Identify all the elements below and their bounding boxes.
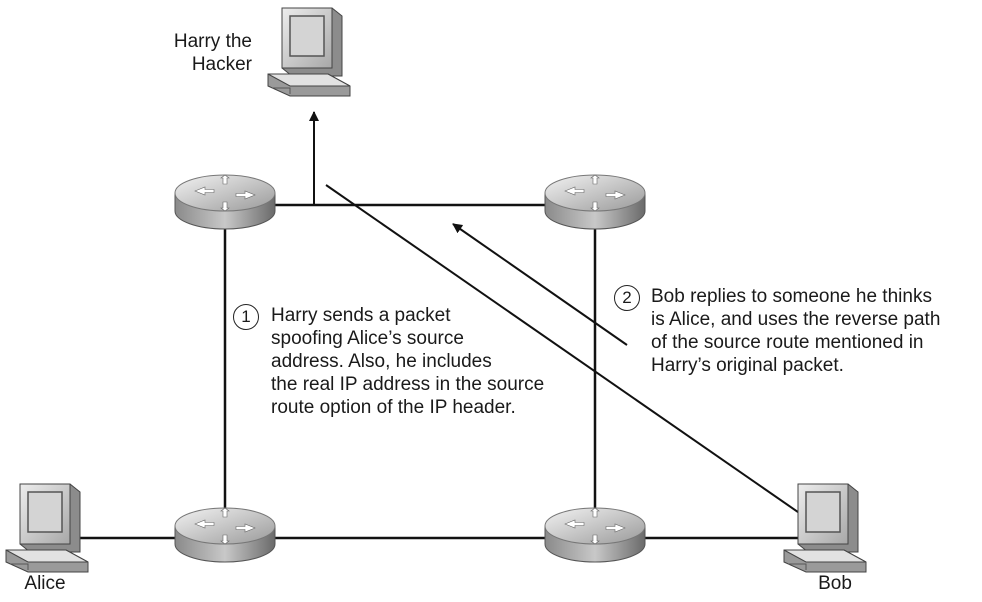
step-2-line: is Alice, and uses the reverse path [651, 309, 941, 330]
hacker-label: Harry the Hacker [130, 30, 252, 76]
step-1-line: route option of the IP header. [271, 397, 516, 418]
arrow-bob-reply [452, 223, 628, 346]
bob-label: Bob [818, 573, 852, 594]
step-2-line: Harry’s original packet. [651, 355, 844, 376]
router-icon [544, 174, 646, 230]
step-1-line: spoofing Alice’s source [271, 328, 464, 349]
computer-icon [267, 7, 351, 97]
router-icon [544, 507, 646, 563]
router-icon [174, 507, 276, 563]
step-1-note: Harry sends a packet spoofing Alice’s so… [271, 304, 544, 419]
step-2-badge: 2 [614, 285, 640, 311]
step-1-badge: 1 [233, 304, 259, 330]
step-1-line: the real IP address in the source [271, 374, 545, 395]
step-2-note: Bob replies to someone he thinks is Alic… [651, 285, 940, 377]
computer-icon [783, 483, 867, 573]
step-2-line: Bob replies to someone he thinks [651, 286, 932, 307]
router-icon [174, 174, 276, 230]
hacker-label-line: Harry the [173, 31, 252, 52]
step-2-line: of the source route mentioned in [651, 332, 924, 353]
step-1-line: address. Also, he includes [271, 351, 492, 372]
arrow-harry-to-bob [325, 184, 809, 520]
computer-icon [5, 483, 89, 573]
hacker-label-line: Hacker [191, 54, 252, 75]
step-1-line: Harry sends a packet [271, 305, 451, 326]
alice-label: Alice [24, 573, 66, 594]
